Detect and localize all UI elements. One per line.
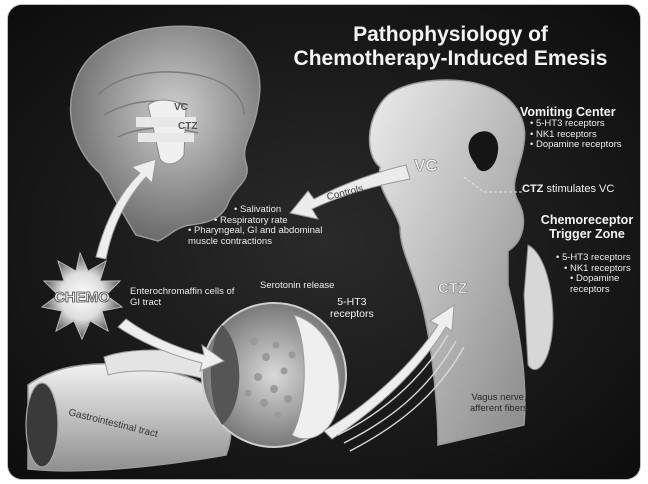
title-line-1: Pathophysiology of — [278, 23, 623, 47]
receptors-5ht3-line-1: 5-HT3 — [330, 297, 374, 309]
ctz-stimulates-rest: stimulates VC — [543, 183, 614, 195]
receptors-5ht3-line-2: receptors — [330, 309, 374, 321]
brain-vc-label: VC — [174, 102, 188, 113]
chemoreceptor-items: 5-HT3 receptors NK1 receptors Dopamine r… — [556, 253, 631, 296]
receptors-5ht3-label: 5-HT3 receptors — [330, 297, 374, 321]
vomiting-center-block: Vomiting Center 5-HT3 receptors NK1 rece… — [520, 105, 622, 151]
ctz-stimulates-vc-label: CTZ stimulates VC — [522, 183, 614, 195]
vagus-nerve-label: Vagus nerve, afferent fibers — [470, 393, 528, 414]
serotonin-release-label: Serotonin release — [260, 281, 334, 292]
chemoreceptor-block: Chemoreceptor Trigger Zone — [534, 213, 640, 241]
brain-ctz-label: CTZ — [178, 121, 197, 132]
ctz-mark: CTZ — [438, 280, 467, 297]
ctz-stimulates-bold: CTZ — [522, 183, 543, 195]
enterochromaffin-label: Enterochromaffin cells of GI tract — [130, 287, 240, 308]
title-line-2: Chemotherapy-Induced Emesis — [278, 47, 623, 71]
chemoreceptor-title-line-1: Chemoreceptor — [534, 213, 640, 227]
page-title: Pathophysiology of Chemotherapy-Induced … — [278, 23, 623, 70]
vomiting-center-item: Dopamine receptors — [530, 140, 622, 151]
magnified-cells-circle — [202, 303, 346, 447]
effects-list: Salivation Respiratory rate Pharyngeal, … — [188, 205, 338, 248]
chemo-label: CHEMO — [54, 289, 110, 306]
effect-item: Pharyngeal, GI and abdominal muscle cont… — [188, 226, 338, 247]
vomiting-center-title: Vomiting Center — [520, 105, 622, 119]
chemoreceptor-item: Dopamine receptors — [556, 274, 630, 295]
vagus-line-2: afferent fibers — [470, 404, 528, 415]
chemoreceptor-title-line-2: Trigger Zone — [534, 227, 640, 241]
diagram-frame: VC CTZ VC CTZ Controls Gastrointestinal … — [8, 5, 640, 479]
vc-mark: VC — [414, 156, 438, 175]
